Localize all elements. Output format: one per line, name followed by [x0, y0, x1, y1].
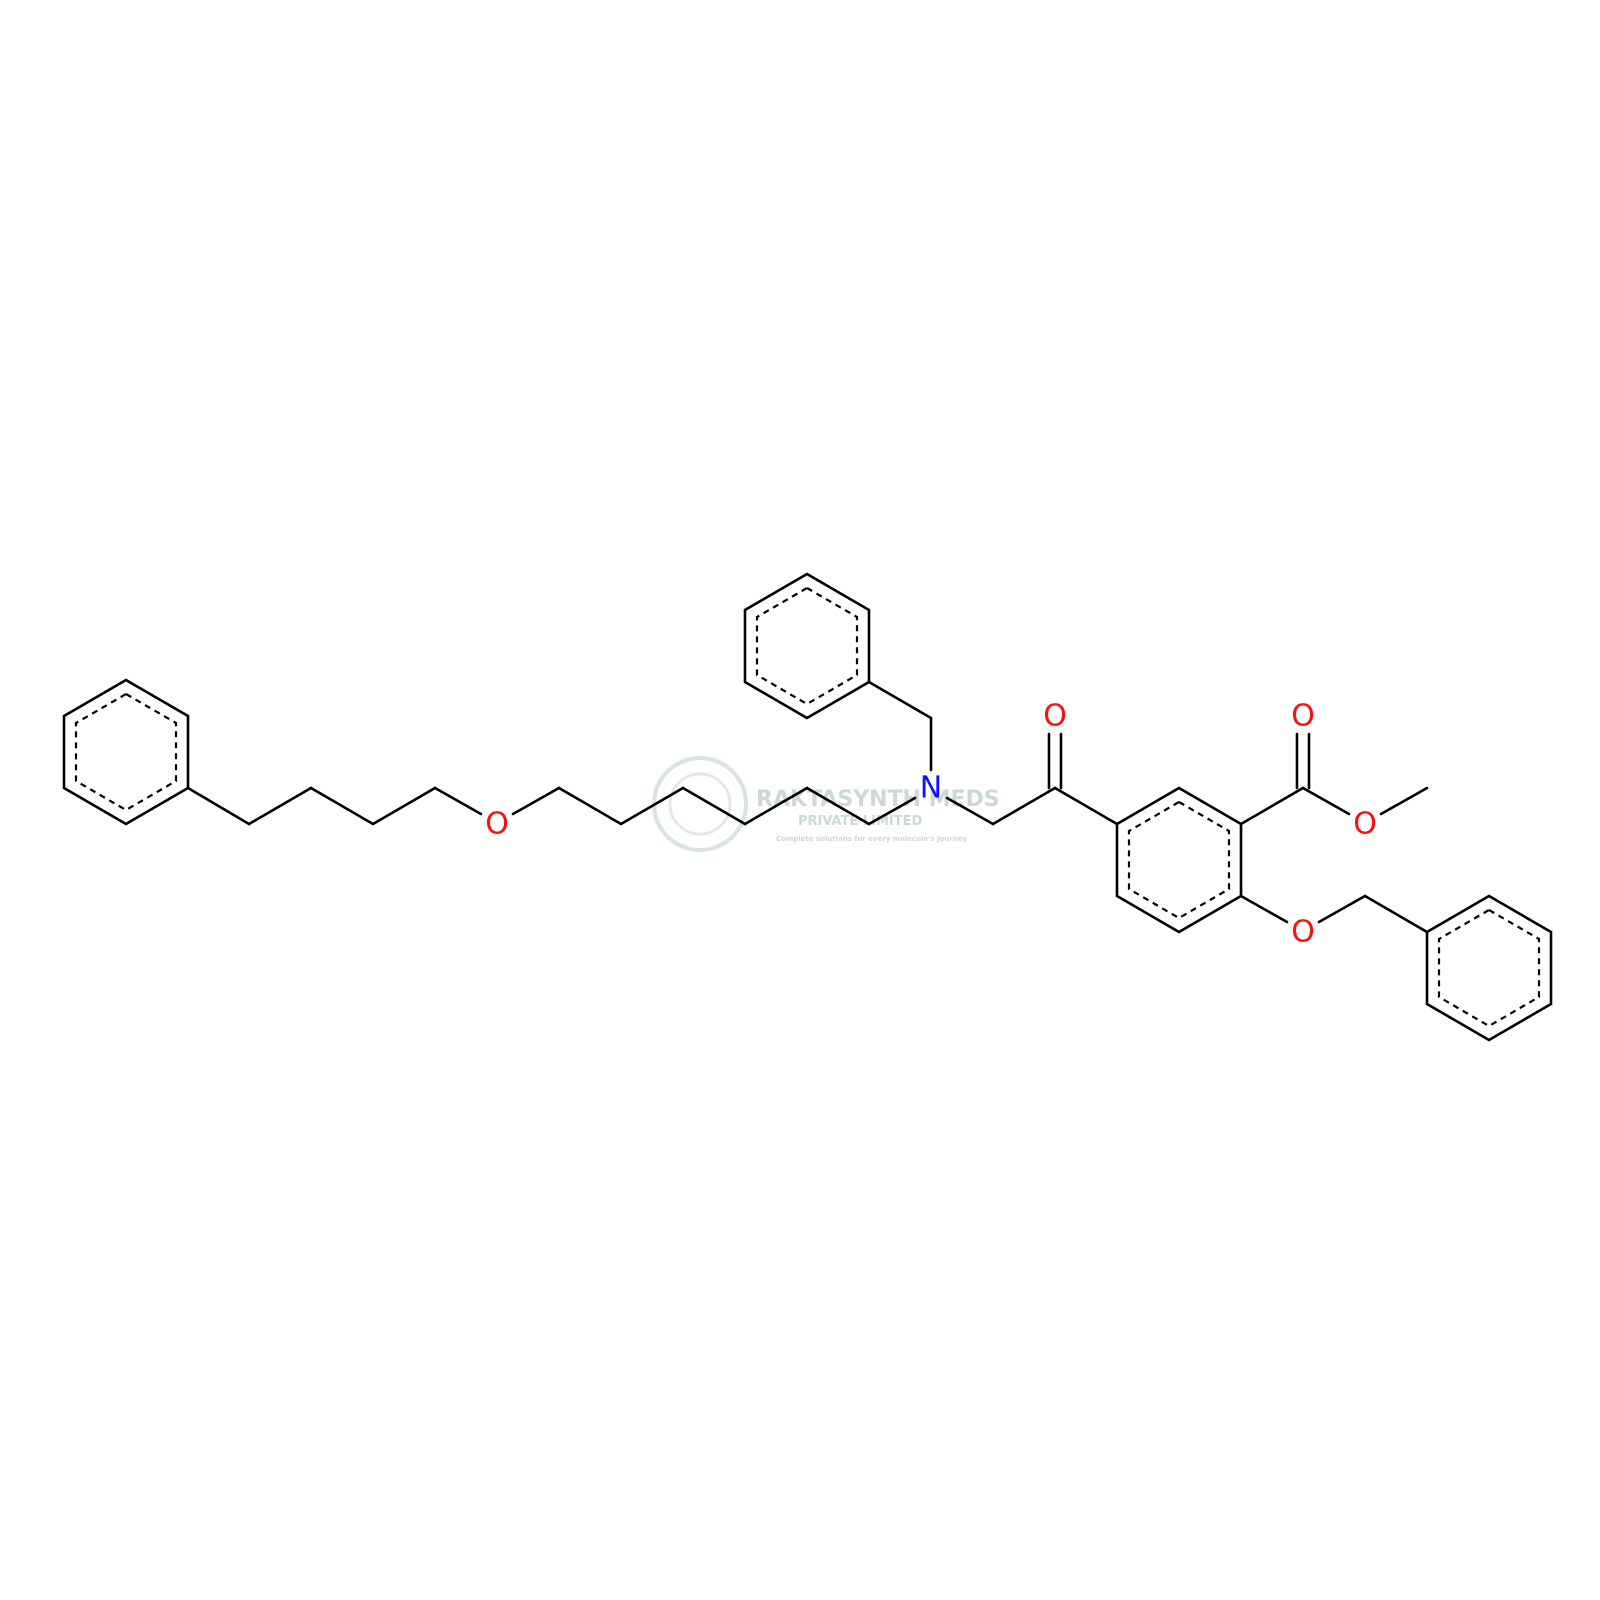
phenyl-ring-left: [62, 678, 190, 826]
benzyloxy-group: [1239, 894, 1553, 1042]
watermark-logo-inner-icon: [668, 772, 732, 836]
watermark-tagline: Complete solutions for every molecule's …: [776, 835, 967, 843]
ester-carbonyl-oxygen-label: O: [1291, 699, 1315, 734]
watermark: RAKTASYNTH MEDS PRIVATE LIMITED Complete…: [652, 756, 1000, 852]
ketone-linker: [945, 732, 1119, 826]
watermark-subtitle: PRIVATE LIMITED: [798, 814, 923, 829]
alkyl-ether-chain: [186, 786, 917, 826]
n-benzyl-group: [743, 572, 933, 772]
ether-oxygen-label: O: [485, 807, 509, 842]
ketone-oxygen-label: O: [1043, 699, 1067, 734]
benzyloxy-oxygen-label: O: [1291, 915, 1315, 950]
methyl-ester-group: [1239, 732, 1429, 826]
amine-nitrogen-label: N: [920, 771, 942, 806]
benzene-ring-central: [1115, 786, 1243, 934]
watermark-logo-icon: [652, 756, 748, 852]
watermark-company: RAKTASYNTH MEDS: [756, 787, 1000, 812]
ester-methoxy-oxygen-label: O: [1353, 807, 1377, 842]
